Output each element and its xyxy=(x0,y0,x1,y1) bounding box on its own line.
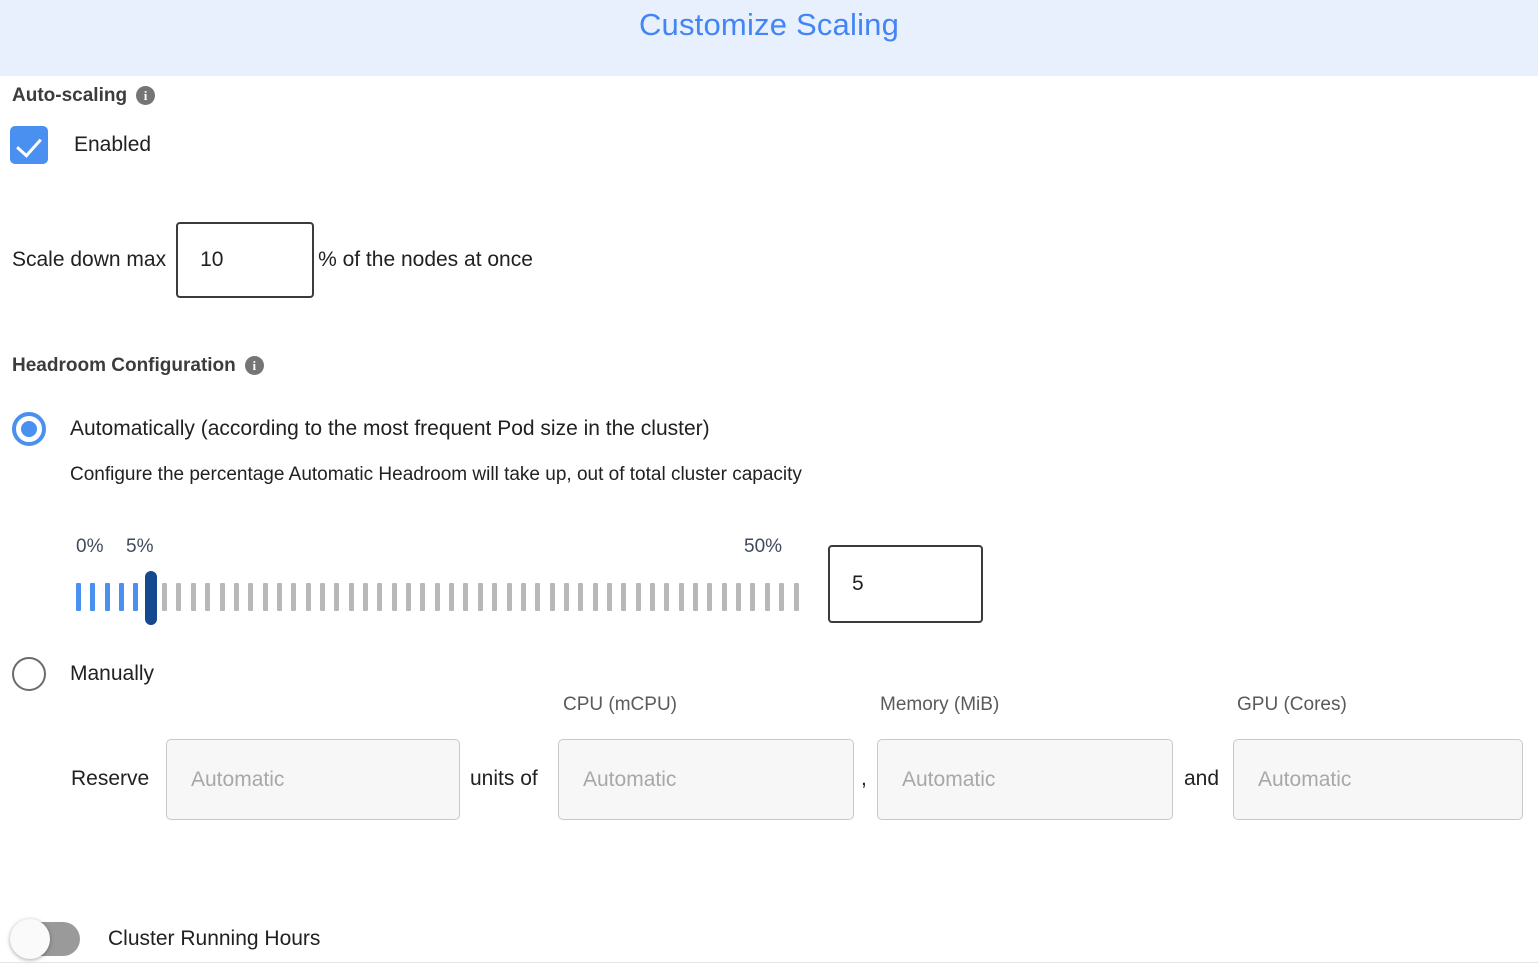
slider-tick[interactable] xyxy=(176,583,182,611)
slider-tick[interactable] xyxy=(334,583,340,611)
info-icon[interactable]: i xyxy=(244,355,264,375)
headroom-configuration-section: Headroom Configuration i xyxy=(12,355,264,377)
page-title: Customize Scaling xyxy=(638,7,900,42)
slider-tick[interactable] xyxy=(219,583,225,611)
reserve-units-input[interactable] xyxy=(166,739,460,820)
cluster-running-hours-toggle[interactable] xyxy=(10,919,80,959)
slider-tick[interactable] xyxy=(190,583,196,611)
radio-automatic[interactable] xyxy=(12,412,46,446)
radio-manually-label: Manually xyxy=(70,662,155,685)
slider-tick[interactable] xyxy=(262,583,268,611)
slider-tick[interactable] xyxy=(707,583,713,611)
scale-down-max-suffix: % of the nodes at once xyxy=(318,248,533,271)
cluster-running-hours-label: Cluster Running Hours xyxy=(108,927,321,950)
slider-max-label: 50% xyxy=(744,536,783,557)
slider-tick[interactable] xyxy=(621,583,627,611)
slider-tick[interactable] xyxy=(779,583,785,611)
slider-tick[interactable] xyxy=(248,583,254,611)
slider-tick[interactable] xyxy=(305,583,311,611)
auto-scaling-enabled-checkbox[interactable] xyxy=(10,126,48,164)
slider-tick[interactable] xyxy=(90,583,96,611)
reserve-memory-input[interactable] xyxy=(877,739,1173,820)
slider-tick[interactable] xyxy=(693,583,699,611)
headroom-option-automatic[interactable]: Automatically (according to the most fre… xyxy=(12,412,710,446)
slider-tick[interactable] xyxy=(449,583,455,611)
slider-tick[interactable] xyxy=(391,583,397,611)
slider-tick[interactable] xyxy=(291,583,297,611)
slider-tick[interactable] xyxy=(276,583,282,611)
slider-tick[interactable] xyxy=(520,583,526,611)
slider-tick[interactable] xyxy=(721,583,727,611)
slider-tick[interactable] xyxy=(578,583,584,611)
headroom-configuration-label: Headroom Configuration xyxy=(12,355,236,376)
slider-tick[interactable] xyxy=(348,583,354,611)
slider-tick[interactable] xyxy=(233,583,239,611)
slider-tick[interactable] xyxy=(506,583,512,611)
slider-tick[interactable] xyxy=(793,583,799,611)
comma-separator: , xyxy=(861,767,867,790)
toggle-knob xyxy=(10,919,50,959)
slider-tick[interactable] xyxy=(420,583,426,611)
slider-tick[interactable] xyxy=(162,583,168,611)
slider-tick[interactable] xyxy=(104,583,110,611)
slider-thumb[interactable] xyxy=(144,571,157,625)
reserve-label: Reserve xyxy=(71,767,150,790)
dialog-header: Customize Scaling xyxy=(0,0,1538,76)
cluster-running-hours-row[interactable]: Cluster Running Hours xyxy=(10,919,321,959)
reserve-gpu-input[interactable] xyxy=(1233,739,1523,820)
slider-tick[interactable] xyxy=(549,583,555,611)
slider-tick[interactable] xyxy=(492,583,498,611)
and-separator: and xyxy=(1184,767,1220,790)
slider-tick-labels: 0% 5% 50% xyxy=(76,536,816,564)
slider-tick[interactable] xyxy=(650,583,655,611)
reserve-cpu-input[interactable] xyxy=(558,739,854,820)
slider-tick[interactable] xyxy=(434,583,440,611)
gpu-field-caption: GPU (Cores) xyxy=(1237,694,1347,715)
slider-track[interactable] xyxy=(76,571,808,625)
slider-tick[interactable] xyxy=(535,583,541,611)
slider-tick[interactable] xyxy=(606,583,612,611)
slider-current-label: 5% xyxy=(126,536,154,557)
headroom-option-manually[interactable]: Manually xyxy=(12,657,154,691)
slider-min-label: 0% xyxy=(76,536,104,557)
slider-tick[interactable] xyxy=(736,583,742,611)
slider-tick[interactable] xyxy=(133,583,139,611)
slider-tick[interactable] xyxy=(477,583,483,611)
slider-tick[interactable] xyxy=(563,583,569,611)
scale-down-max-input[interactable] xyxy=(176,222,315,298)
slider-tick[interactable] xyxy=(377,583,383,611)
slider-tick[interactable] xyxy=(678,583,684,611)
radio-automatic-label: Automatically (according to the most fre… xyxy=(70,417,710,440)
slider-tick[interactable] xyxy=(119,583,125,611)
scale-down-max-row: Scale down max % of the nodes at once xyxy=(12,222,533,298)
auto-scaling-enabled-row[interactable]: Enabled xyxy=(10,126,151,164)
auto-scaling-section: Auto-scaling i xyxy=(12,85,156,107)
slider-tick[interactable] xyxy=(750,583,756,611)
slider-tick[interactable] xyxy=(406,583,412,611)
reserve-row: Reserve units of , and xyxy=(0,739,1538,821)
slider-tick[interactable] xyxy=(205,583,211,611)
info-icon[interactable]: i xyxy=(136,85,156,105)
memory-field-caption: Memory (MiB) xyxy=(880,694,1000,715)
auto-scaling-label: Auto-scaling xyxy=(12,85,128,106)
headroom-description: Configure the percentage Automatic Headr… xyxy=(70,464,802,485)
units-of-label: units of xyxy=(470,767,538,790)
cpu-field-caption: CPU (mCPU) xyxy=(563,694,677,715)
slider-tick[interactable] xyxy=(664,583,670,611)
slider-tick[interactable] xyxy=(592,583,598,611)
radio-manually[interactable] xyxy=(12,657,46,691)
bottom-divider xyxy=(0,962,1538,963)
slider-tick[interactable] xyxy=(319,583,325,611)
scale-down-max-label: Scale down max xyxy=(12,248,167,271)
slider-tick[interactable] xyxy=(764,583,770,611)
headroom-percentage-input[interactable] xyxy=(828,545,983,623)
slider-tick[interactable] xyxy=(76,583,81,611)
slider-tick[interactable] xyxy=(463,583,469,611)
slider-tick[interactable] xyxy=(363,583,368,611)
slider-tick[interactable] xyxy=(635,583,641,611)
headroom-percentage-slider[interactable]: 0% 5% 50% xyxy=(76,536,816,636)
auto-scaling-enabled-label: Enabled xyxy=(74,133,152,156)
